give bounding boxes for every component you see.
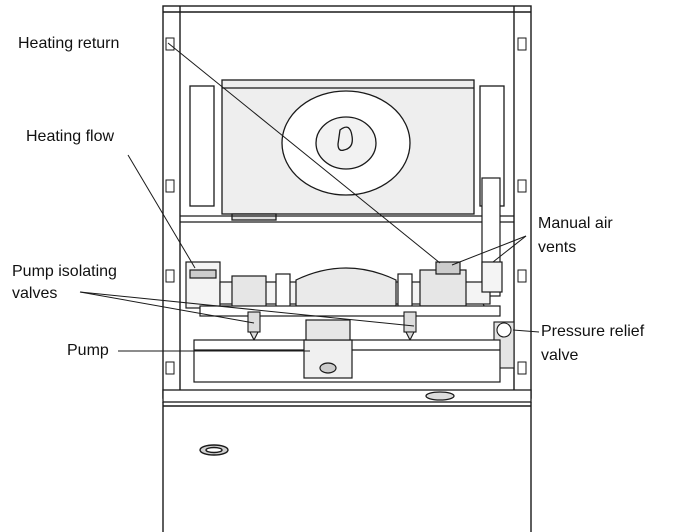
isolating-valve-shapes [247,311,417,342]
label-pump: Pump [67,342,109,359]
leader-heating-return [167,42,441,264]
label-pump-isolating-valves-line1: Pump isolating [12,263,117,280]
casing-screws [165,37,527,375]
frame-rail [180,215,514,223]
label-pressure-relief-valve-line2: valve [541,347,579,364]
label-pump-isolating-valves-line2: valves [12,285,58,302]
pump-shape [193,319,501,383]
label-manual-air-vents-line1: Manual air [538,215,613,232]
label-pressure-relief-valve-line1: Pressure relief [541,323,645,340]
leader-heating-flow [127,154,196,269]
leader-isolating-valve-1 [79,291,255,324]
label-heating-flow: Heating flow [26,128,115,145]
leader-pressure-relief-valve [512,329,540,333]
base-plate [162,389,532,403]
label-manual-air-vents-line2: vents [538,239,577,256]
pipework [185,261,503,317]
leader-air-vent-1 [451,235,527,266]
heat-exchanger [189,79,505,221]
leader-lines [79,42,540,352]
leader-isolating-valve-2 [79,291,415,327]
label-heating-return: Heating return [18,35,120,52]
lower-panel [162,402,532,532]
leader-air-vent-2 [492,235,527,263]
